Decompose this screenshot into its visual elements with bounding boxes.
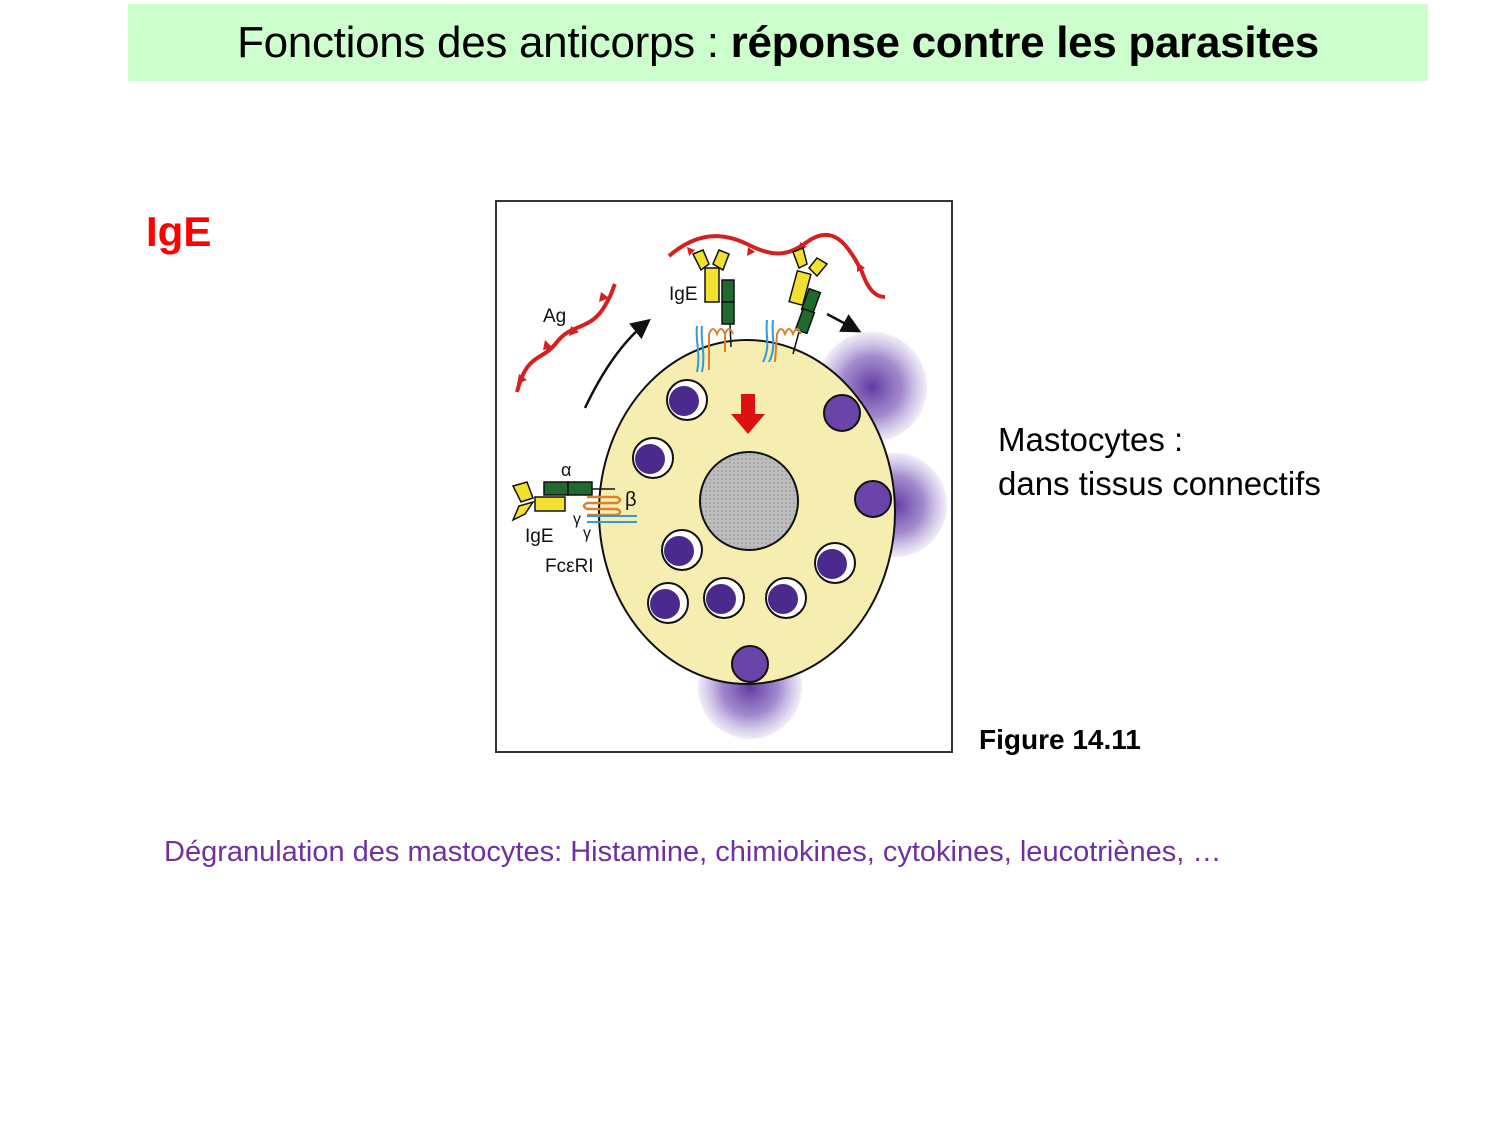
fceri-receptor-detail: α β γ γ IgE FcεRI (511, 460, 637, 577)
label-beta: β (625, 489, 637, 511)
degranulation-note: Dégranulation des mastocytes: Histamine,… (164, 836, 1222, 868)
nucleus (699, 451, 799, 551)
mastocytes-note-line2: dans tissus connectifs (998, 465, 1321, 502)
title-normal-part: Fonctions des anticorps : (237, 17, 731, 67)
receptor-chains-2 (762, 319, 802, 363)
section-label-ige: IgE (146, 208, 212, 255)
title-bar: Fonctions des anticorps : réponse contre… (128, 4, 1428, 81)
slide-title: Fonctions des anticorps : réponse contre… (237, 18, 1319, 68)
ige-antibody-bound-1: IgE (669, 249, 735, 348)
granules (632, 379, 856, 624)
label-fceri: FcεRI (545, 556, 594, 577)
label-ige-left: IgE (525, 526, 554, 547)
mastocytes-note: Mastocytes : dans tissus connectifs (998, 418, 1321, 506)
label-ige-top: IgE (669, 284, 698, 305)
binding-arrow-icon (583, 318, 651, 409)
ige-antibody-bound-2 (788, 246, 829, 355)
label-antigen: Ag (543, 306, 566, 327)
free-antigen: Ag (515, 283, 617, 393)
receptor-chains-1 (695, 325, 734, 373)
label-alpha: α (561, 460, 571, 480)
mastocytes-note-line1: Mastocytes : (998, 421, 1184, 458)
label-gamma-1: γ (573, 511, 581, 528)
signal-arrow-icon (731, 394, 765, 434)
mast-cell-diagram: Ag IgE (511, 232, 947, 739)
title-bold-part: réponse contre les parasites (730, 17, 1320, 67)
crosslink-arrow-icon (826, 312, 862, 333)
label-gamma-2: γ (583, 525, 591, 542)
mast-cell-figure: Ag IgE (495, 200, 953, 753)
figure-caption: Figure 14.11 (979, 724, 1141, 755)
